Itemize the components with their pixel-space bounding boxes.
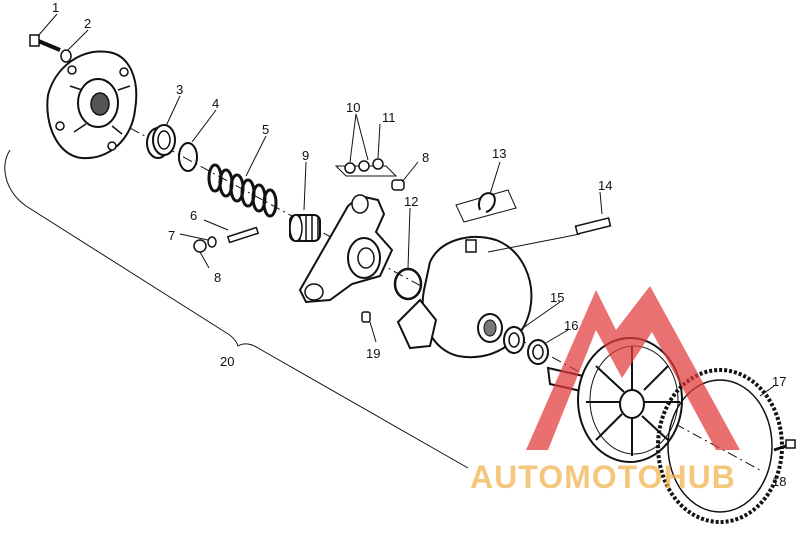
part-clip [455, 189, 517, 223]
part-cap-left [193, 239, 207, 253]
leader-lines [37, 13, 775, 397]
callout-17: 17 [772, 374, 786, 389]
callout-12: 12 [404, 194, 418, 209]
assembly-bracket-20 [4, 149, 469, 469]
callout-8-right: 8 [422, 150, 429, 165]
watermark-text: AUTOMOTOHUB [470, 459, 736, 495]
part-weight-roller [289, 214, 321, 242]
part-nuts-group [334, 158, 398, 177]
callout-18: 18 [772, 474, 786, 489]
part-snap-ring [178, 142, 198, 172]
part-fixed-sheave [546, 337, 683, 463]
callout-20: 20 [220, 354, 234, 369]
callout-1: 1 [52, 0, 59, 15]
part-screw-19 [361, 311, 371, 323]
part-roller [207, 236, 217, 248]
callout-8-left: 8 [214, 270, 221, 285]
part-pin [226, 226, 260, 244]
part-spring [207, 163, 278, 218]
callout-16: 16 [564, 318, 578, 333]
part-seal-16 [527, 339, 549, 365]
part-long-bolt [487, 217, 612, 253]
callout-19: 19 [366, 346, 380, 361]
callout-13: 13 [492, 146, 506, 161]
watermark-logo: AUTOMOTOHUB [470, 286, 740, 495]
part-cap-right [391, 179, 405, 191]
callout-5: 5 [262, 122, 269, 137]
callout-9: 9 [302, 148, 309, 163]
callout-14: 14 [598, 178, 612, 193]
callout-3: 3 [176, 82, 183, 97]
part-bolt [29, 34, 61, 52]
callout-6: 6 [190, 208, 197, 223]
part-washer [60, 49, 72, 63]
callout-4: 4 [212, 96, 219, 111]
callout-15: 15 [550, 290, 564, 305]
callout-7: 7 [168, 228, 175, 243]
callout-2: 2 [84, 16, 91, 31]
part-cover-plate [46, 50, 138, 160]
callout-10: 10 [346, 100, 360, 115]
part-bolt-18 [773, 439, 796, 452]
part-ring-washer [393, 267, 423, 301]
part-spider-arm [298, 194, 394, 304]
part-movable-sheave [396, 236, 533, 359]
callout-11: 11 [382, 110, 396, 125]
part-seal-15 [503, 326, 525, 354]
part-bushing [146, 124, 176, 159]
